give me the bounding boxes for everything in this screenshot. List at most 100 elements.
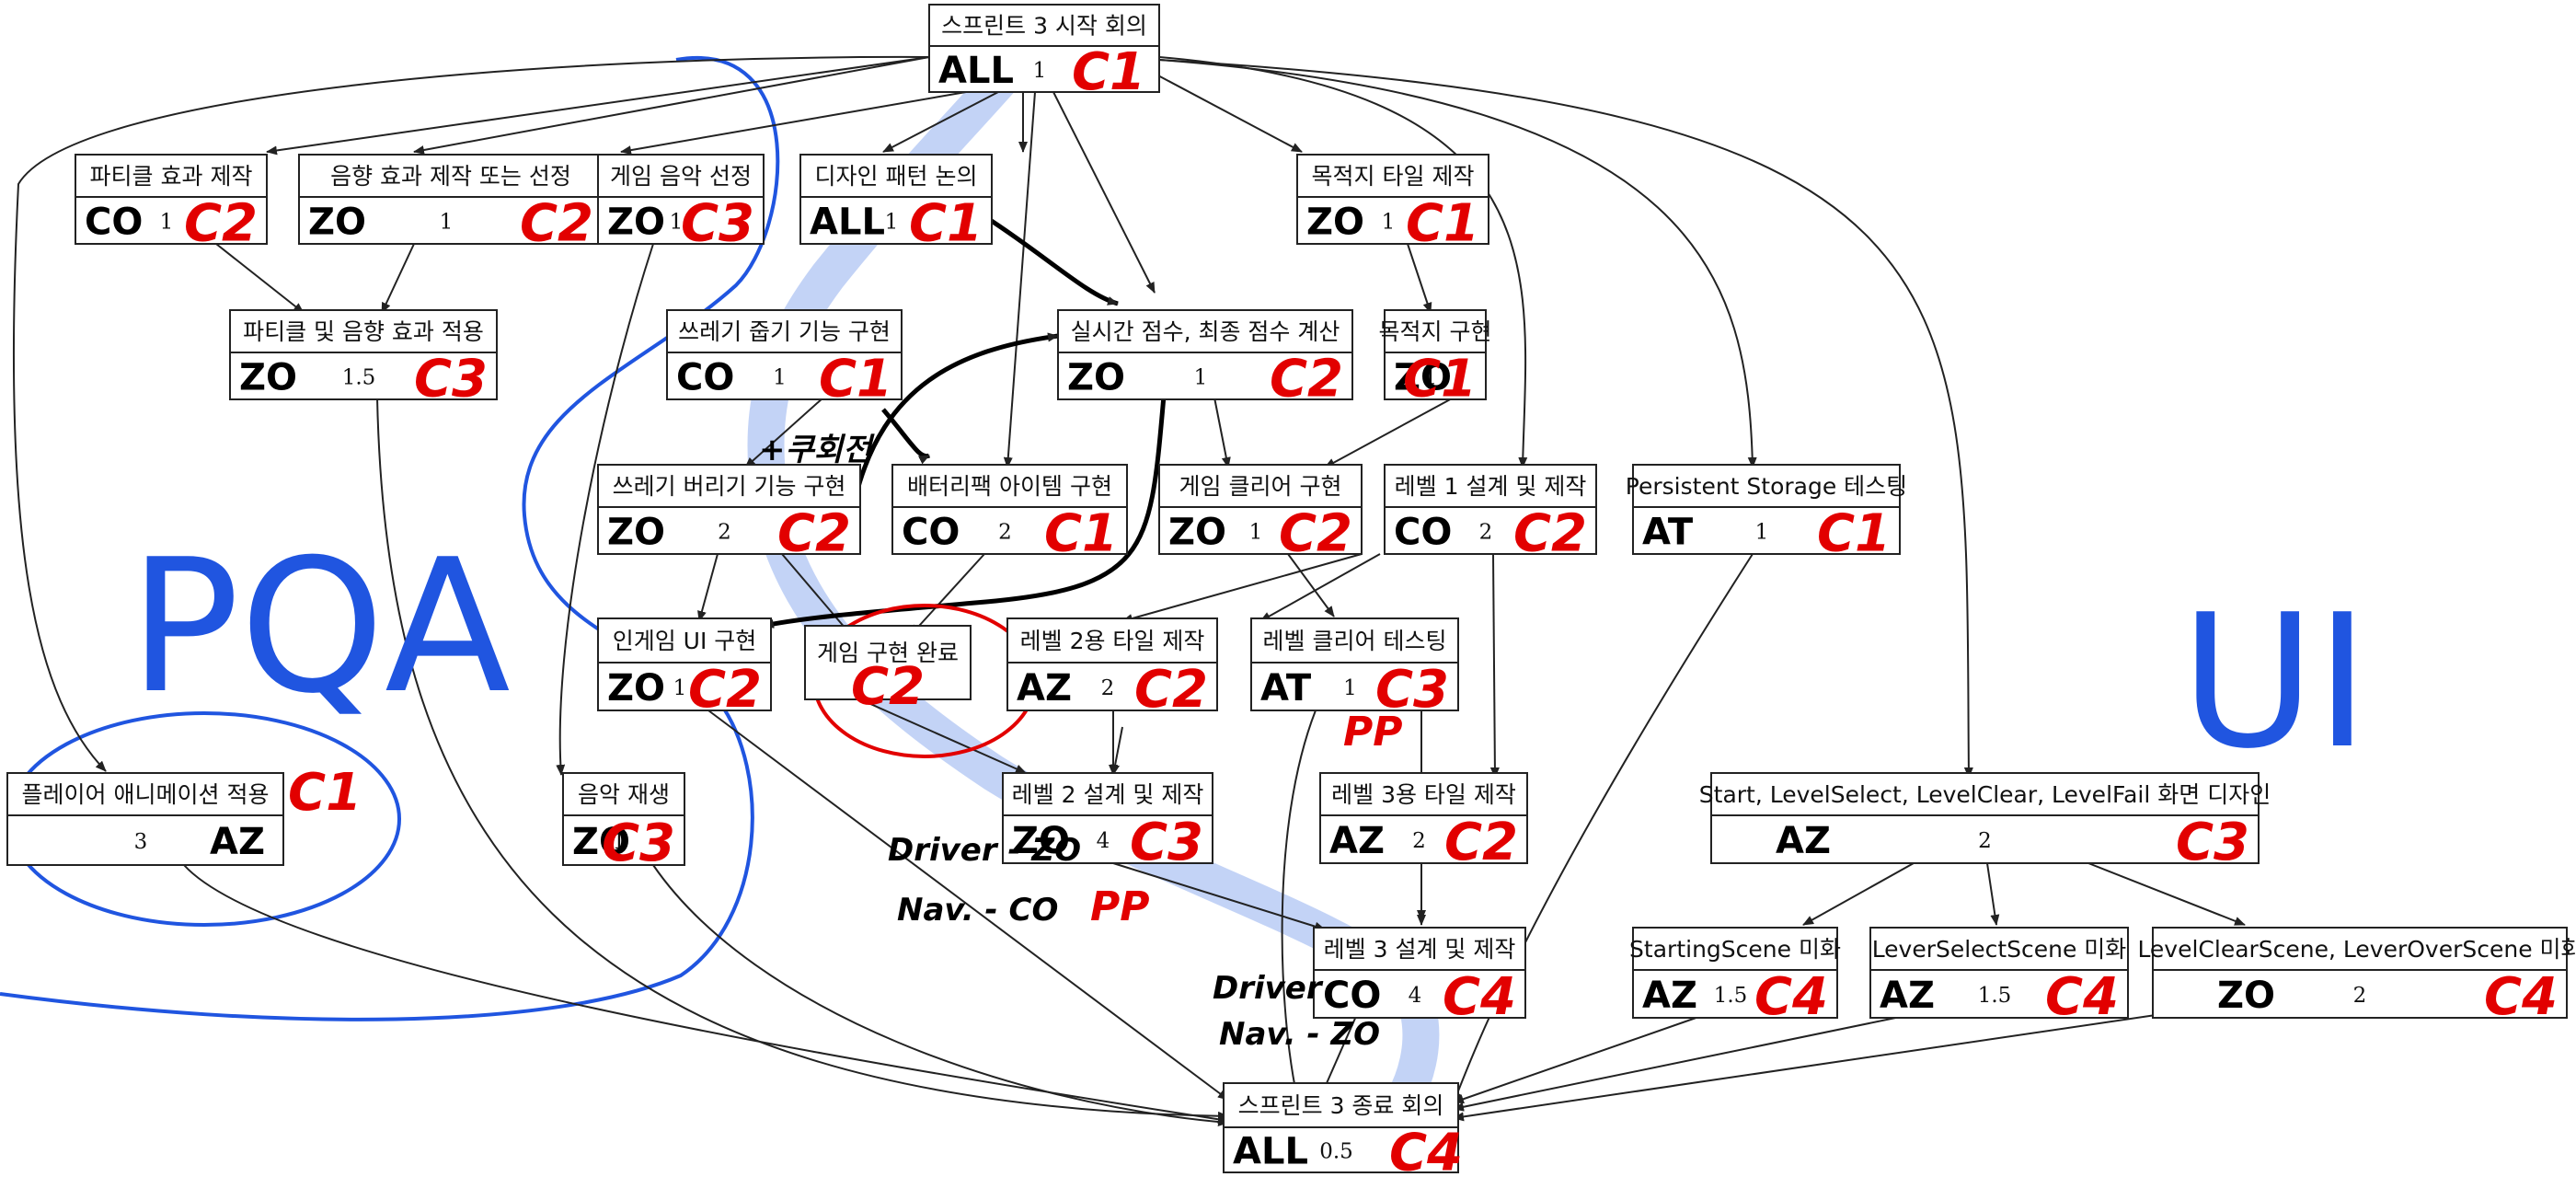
node-box [1002,772,1213,864]
node-code: C2 [184,194,258,254]
node-duration: 1 [1343,676,1357,700]
node-assignee: CO [85,202,143,244]
pqa-label: PQA [129,520,511,734]
node-assignee: ZO [607,512,665,554]
node-assignee: AZ [1017,667,1072,710]
node-code: C3 [1130,813,1203,872]
annotations-layer: PQA UI +쿠회전 PP PP Driver - ZO Nav. - CO … [129,432,2369,1053]
node-duration: 1 [160,211,174,235]
node-duration: 2 [1412,829,1426,853]
node-title: 레벨 2 설계 및 제작 [1012,781,1204,808]
node-box [1869,927,2129,1019]
node-duration: 2 [1978,829,1992,853]
node-box [1158,464,1363,555]
level2-driver: Driver - ZO [888,832,1081,869]
node-title: 레벨 클리어 테스팅 [1263,628,1447,654]
node-box [1384,309,1487,400]
node-code: C2 [851,657,925,717]
node-code: C2 [1513,504,1587,564]
level3-nav: Nav. - ZO [1219,1016,1380,1053]
node-box [1632,927,1838,1019]
node-box [804,625,972,700]
node-title: 스프린트 3 시작 회의 [941,13,1147,40]
node-code: C3 [1375,660,1449,720]
node-code: C3 [602,814,675,873]
node-assignee: ZO [607,667,665,710]
node-title: Persistent Storage 테스팅 [1626,473,1907,500]
ui-label: UI [2180,575,2369,790]
node-code: C2 [777,504,851,564]
level3-driver: Driver [1213,970,1324,1007]
node-assignee: AZ [210,821,265,863]
node-box [1313,927,1526,1019]
node-box [75,154,268,245]
node-box [597,464,861,555]
node-duration: 2 [1479,521,1493,545]
node-code: C1 [288,763,362,823]
node-code: C2 [1270,350,1343,410]
node-code: C1 [1403,350,1477,410]
node-title: 실시간 점수, 최종 점수 계산 [1071,318,1340,345]
node-screens: Start, LevelSelect, LevelClear, LevelFai… [1699,772,2271,872]
node-assignee: CO [676,357,734,399]
node-title: 레벨 3용 타일 제작 [1331,781,1516,808]
node-code: C4 [1389,1124,1463,1177]
node-assignee: CO [902,512,960,554]
node-title: 플레이어 애니메이션 적용 [22,781,270,808]
node-title: 쓰레기 줍기 기능 구현 [678,318,891,345]
node-code: C2 [1279,504,1352,564]
node-assignee: AT [1642,512,1694,554]
node-code: C1 [1817,504,1891,564]
node-duration: 1 [670,211,684,235]
node-title: 쓰레기 버리기 기능 구현 [613,473,846,500]
node-box [562,772,685,866]
node-box [799,154,993,245]
node-box [891,464,1128,555]
node-box [1057,309,1353,400]
node-assignee: ALL [938,50,1014,92]
node-assignee: AZ [1642,975,1697,1017]
node-end: 스프린트 3 종료 회의 0.5 ALL C4 [1223,1082,1463,1177]
edges [12,55,2246,1127]
node-assignee: ZO [2217,975,2275,1017]
node-assignee: ZO [308,202,366,244]
node-assignee: AZ [1776,820,1831,862]
node-title: LeverSelectScene 미화 [1872,936,2127,963]
node-title: 인게임 UI 구현 [613,628,757,654]
node-duration: 4 [1409,984,1422,1008]
node-assignee: ZO [239,357,297,399]
node-duration: 0.5 [1319,1140,1353,1164]
node-box [1006,617,1218,711]
node-title: 레벨 3 설계 및 제작 [1324,936,1516,963]
node-assignee: ZO [1012,820,1070,862]
node-box [1319,772,1528,864]
node-title: LevelClearScene, LeverOverScene 미화 [2137,936,2576,963]
node-assignee: ZO [1168,512,1226,554]
node-box [6,772,284,866]
node-assignee: ALL [1233,1131,1308,1173]
node-assignee: ZO [1067,357,1125,399]
node-assignee: ZO [572,821,630,863]
node-code: C3 [2176,813,2249,872]
node-assignee: CO [1323,975,1381,1017]
node-code: C1 [819,350,892,410]
node-duration: 1 [1382,211,1396,235]
node-title: 스프린트 3 종료 회의 [1238,1092,1444,1119]
node-duration: 1.5 [1978,984,2012,1008]
